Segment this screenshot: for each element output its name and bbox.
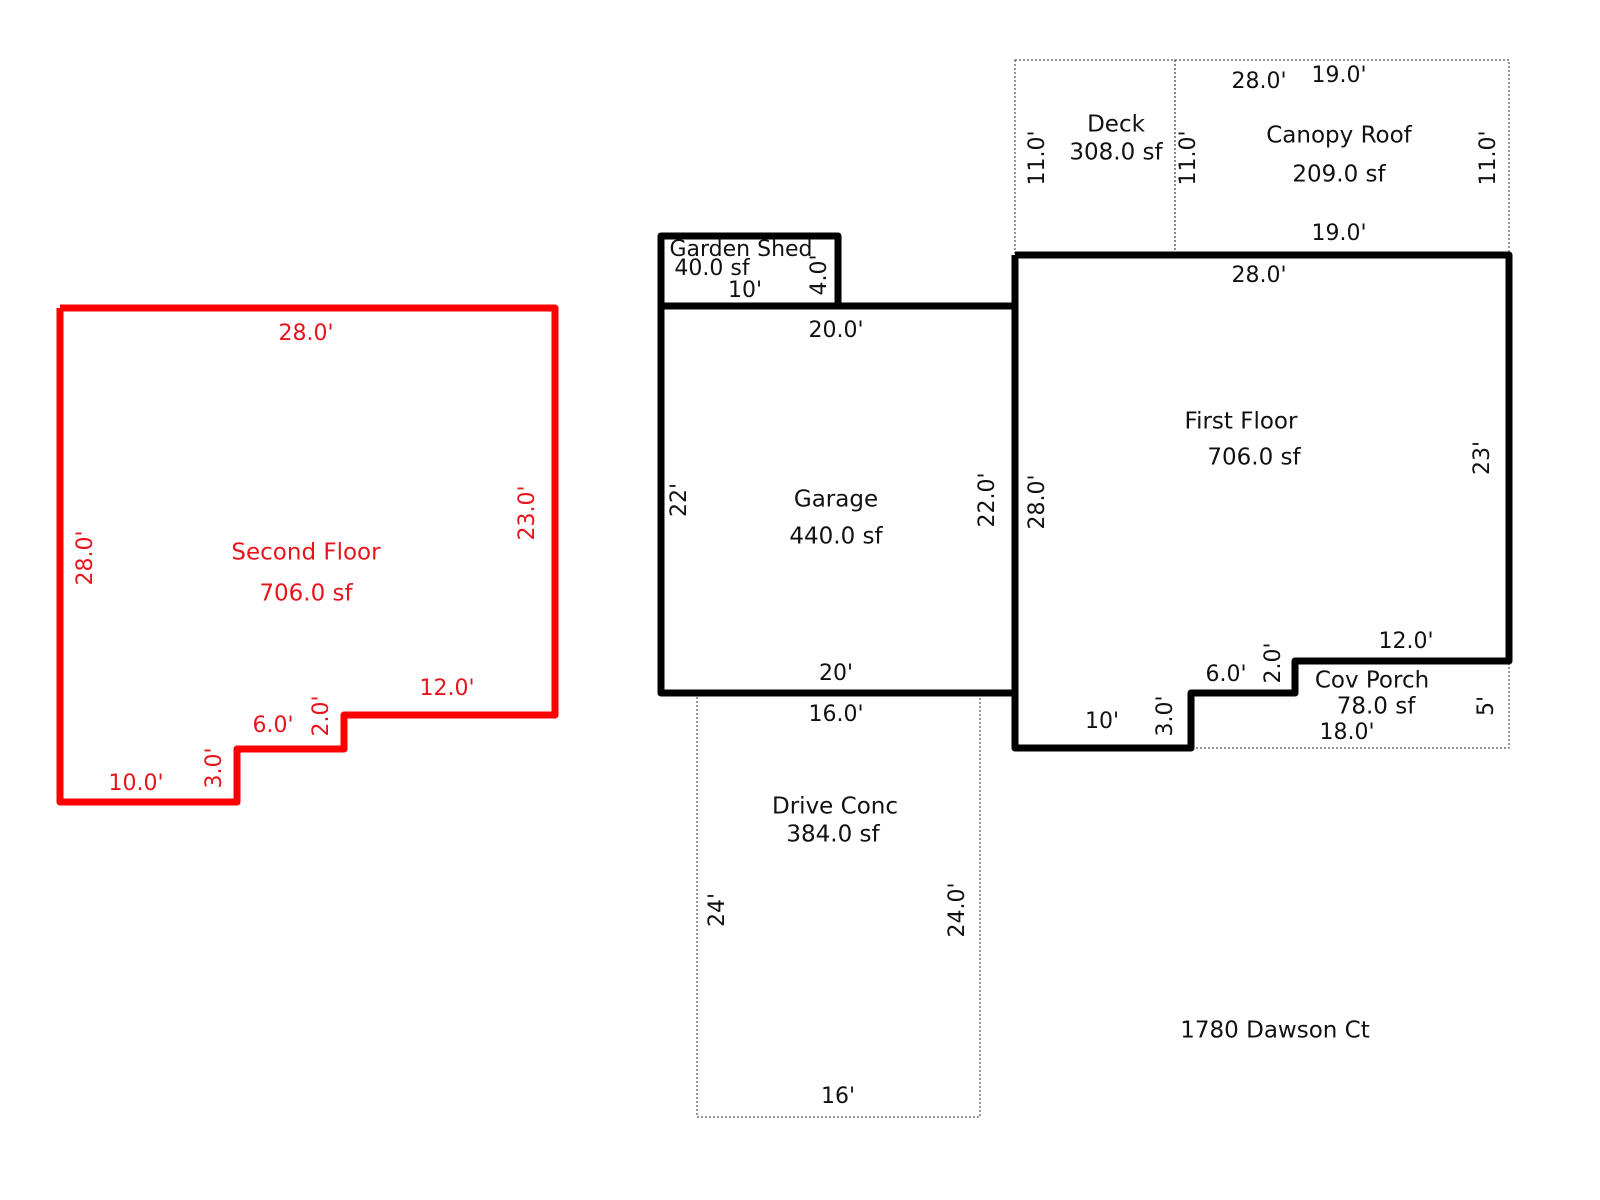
first-floor-dim-step-top: 12.0' xyxy=(1378,629,1434,654)
second-floor-dim-left: 28.0' xyxy=(73,530,98,586)
property-address: 1780 Dawson Ct xyxy=(1180,1017,1370,1044)
drive-conc-outline[interactable] xyxy=(696,692,981,1118)
canopy-roof-dim-right: 11.0' xyxy=(1476,130,1501,186)
deck-area: 308.0 sf xyxy=(1069,139,1163,166)
second-floor-dim-right: 23.0' xyxy=(515,485,540,541)
canopy-roof-dim-bottom: 19.0' xyxy=(1311,221,1367,246)
second-floor-dim-step-low-v: 3.0' xyxy=(202,747,227,789)
first-floor-dim-left: 28.0' xyxy=(1025,474,1050,530)
canopy-roof-name: Canopy Roof xyxy=(1266,122,1412,149)
cov-porch-dim-right: 5' xyxy=(1474,695,1499,717)
garden-shed-dim-right: 4.0' xyxy=(807,254,832,296)
second-floor-area: 706.0 sf xyxy=(259,580,353,607)
drive-conc-dim-right: 24.0' xyxy=(945,882,970,938)
second-floor-dim-step-mid-v: 2.0' xyxy=(309,695,334,737)
garden-shed-dim-bottom: 10' xyxy=(727,278,763,303)
first-floor-area: 706.0 sf xyxy=(1207,444,1301,471)
deck-dim-left: 11.0' xyxy=(1025,130,1050,186)
second-floor-dim-top: 28.0' xyxy=(278,321,334,346)
garage-name: Garage xyxy=(793,486,879,513)
garage-dim-top: 20.0' xyxy=(808,318,864,343)
deck-name: Deck xyxy=(1087,111,1145,138)
first-floor-dim-top: 28.0' xyxy=(1231,263,1287,288)
canopy-roof-area: 209.0 sf xyxy=(1292,161,1386,188)
second-floor-dim-bottom: 10.0' xyxy=(108,771,164,796)
second-floor-dim-step-mid-h: 6.0' xyxy=(252,713,294,738)
deck-dim-top: 28.0' xyxy=(1231,69,1287,94)
second-floor-name: Second Floor xyxy=(231,539,381,566)
cov-porch-area: 78.0 sf xyxy=(1336,693,1416,720)
second-floor-outline[interactable] xyxy=(56,304,559,806)
garage-dim-right: 22.0' xyxy=(975,472,1000,528)
second-floor-dim-step-top: 12.0' xyxy=(419,676,475,701)
first-floor-name: First Floor xyxy=(1184,408,1298,435)
cov-porch-dim-bottom: 18.0' xyxy=(1319,720,1375,745)
cov-porch-outline[interactable] xyxy=(1191,660,1510,749)
first-floor-dim-right: 23' xyxy=(1470,440,1495,476)
canopy-roof-dim-top: 19.0' xyxy=(1311,63,1367,88)
canopy-roof-dim-left: 11.0' xyxy=(1176,130,1201,186)
garden-shed-name: Garden Shed xyxy=(669,237,813,262)
garage-dim-left: 22' xyxy=(667,482,692,518)
garage-area: 440.0 sf xyxy=(789,523,883,550)
drive-conc-name: Drive Conc xyxy=(772,793,898,820)
first-floor-dim-step-low-v: 3.0' xyxy=(1153,695,1178,737)
garden-shed-area: 40.0 sf xyxy=(674,256,750,281)
garage-dim-bottom: 20' xyxy=(818,661,854,686)
drive-conc-area: 384.0 sf xyxy=(786,821,880,848)
first-floor-dim-step-mid-v: 2.0' xyxy=(1261,642,1286,684)
cov-porch-name: Cov Porch xyxy=(1314,667,1430,694)
first-floor-outline[interactable] xyxy=(1011,251,1513,752)
drive-conc-dim-left: 24' xyxy=(705,892,730,928)
first-floor-dim-step-mid-h: 6.0' xyxy=(1205,662,1247,687)
first-floor-dim-bottom: 10' xyxy=(1084,709,1120,734)
drive-conc-dim-top: 16.0' xyxy=(808,702,864,727)
drive-conc-dim-bottom: 16' xyxy=(820,1084,856,1109)
